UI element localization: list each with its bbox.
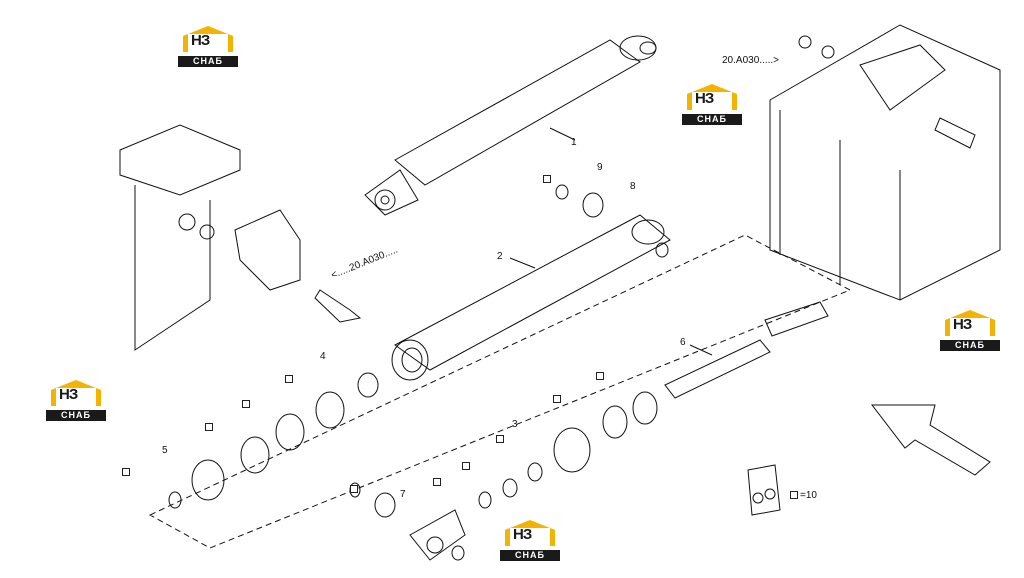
square-marker: [242, 400, 250, 408]
direction-arrow: [870, 404, 991, 476]
callout-2: 2: [497, 251, 503, 262]
square-marker: [543, 175, 551, 183]
logo-mark: НЗ: [695, 90, 714, 107]
logo-name: СНАБ: [46, 410, 106, 421]
mounting-bracket-left: [119, 124, 362, 351]
house-roof-icon: [687, 84, 737, 112]
logo-mark: НЗ: [191, 32, 210, 49]
square-marker: [122, 468, 130, 476]
callout-4: 4: [320, 351, 326, 362]
logo-mark: НЗ: [953, 316, 972, 333]
callout-6: 6: [680, 337, 686, 348]
brand-logo: НЗ СНАБ: [178, 24, 238, 74]
square-marker: [553, 395, 561, 403]
callout-8: 8: [630, 181, 636, 192]
callout-7: 7: [400, 489, 406, 500]
house-roof-icon: [945, 310, 995, 338]
logo-mark: НЗ: [59, 386, 78, 403]
square-marker: [596, 372, 604, 380]
piston-rod-6: [664, 301, 829, 399]
brand-logo: НЗ СНАБ: [500, 518, 560, 568]
cylinder-barrel-2: [391, 214, 671, 381]
callout-9: 9: [597, 162, 603, 173]
square-marker: [205, 423, 213, 431]
square-marker: [462, 462, 470, 470]
square-marker: [350, 485, 358, 493]
logo-name: СНАБ: [940, 340, 1000, 351]
cylinder-assembly-1: [364, 35, 657, 216]
brand-logo: НЗ СНАБ: [940, 308, 1000, 358]
square-marker: [433, 478, 441, 486]
house-roof-icon: [51, 380, 101, 408]
reference-right: 20.A030.....>: [722, 55, 779, 66]
callout-5: 5: [162, 445, 168, 456]
legend-square-marker: [790, 491, 798, 500]
logo-name: СНАБ: [682, 114, 742, 125]
kit-tag: [747, 464, 781, 516]
frame-right: [769, 24, 1001, 301]
brand-logo: НЗ СНАБ: [46, 378, 106, 428]
house-roof-icon: [183, 26, 233, 54]
logo-name: СНАБ: [178, 56, 238, 67]
square-marker: [496, 435, 504, 443]
house-roof-icon: [505, 520, 555, 548]
callout-1: 1: [571, 137, 577, 148]
legend-text: =10: [800, 490, 817, 501]
seal-kit-boundary: [148, 234, 852, 549]
logo-mark: НЗ: [513, 526, 532, 543]
square-marker: [285, 375, 293, 383]
kit-legend: =10: [790, 490, 817, 501]
logo-name: СНАБ: [500, 550, 560, 561]
seal-rings: [168, 184, 669, 561]
brand-logo: НЗ СНАБ: [682, 82, 742, 132]
callout-3: 3: [512, 419, 518, 430]
